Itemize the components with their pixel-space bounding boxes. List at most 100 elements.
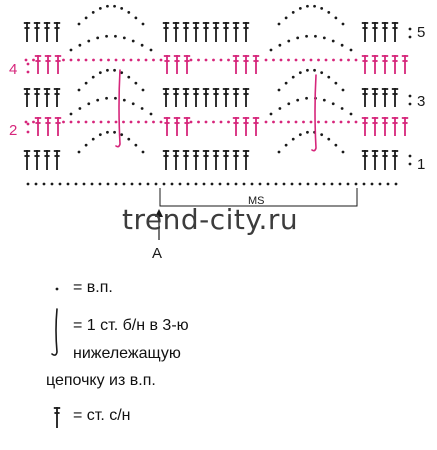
double-crochet-icon <box>232 22 240 42</box>
chain-dot-icon <box>272 58 275 62</box>
chain-dot-icon <box>122 182 126 186</box>
chain-dot-icon <box>354 120 358 124</box>
double-crochet-icon <box>232 150 240 170</box>
double-crochet-icon <box>163 117 171 136</box>
chain-dot-icon <box>291 137 295 141</box>
double-crochet-icon <box>173 117 181 136</box>
chain-dot-icon <box>84 58 88 62</box>
chain-dot-icon <box>212 58 215 62</box>
chain-dot-icon <box>298 71 302 75</box>
chain-dot-icon <box>219 120 223 124</box>
chain-dot-icon <box>107 120 110 124</box>
double-crochet-icon <box>53 22 61 42</box>
chain-dot-icon <box>234 182 238 186</box>
chain-dot-icon <box>291 11 295 14</box>
chain-dot-icon <box>50 182 54 186</box>
chain-dot-icon <box>279 120 283 124</box>
chain-dot-icon <box>313 68 316 72</box>
chain-dot-icon <box>272 120 275 124</box>
double-crochet-icon <box>34 55 42 74</box>
chain-dot-icon <box>26 182 30 186</box>
chain-dot-icon <box>362 182 366 186</box>
chain-dot-icon <box>87 102 91 106</box>
chain-dot-icon <box>77 22 81 26</box>
chain-dot-icon <box>99 120 103 124</box>
sc-hook-icon <box>115 69 121 148</box>
chain-dot-icon <box>129 120 133 124</box>
chain-dot-icon <box>120 7 124 10</box>
chain-dot-icon <box>212 120 215 124</box>
chain-dot-icon <box>378 182 382 186</box>
double-crochet-icon <box>232 55 240 74</box>
double-crochet-icon <box>183 55 191 74</box>
row-number-2: 2 <box>9 122 18 139</box>
chain-dot-icon <box>69 48 73 52</box>
chain-dot-icon <box>408 162 412 166</box>
chain-dot-icon <box>294 120 298 124</box>
chain-dot-icon <box>330 182 334 186</box>
chain-dot-icon <box>302 58 305 62</box>
chain-dot-icon <box>159 120 163 124</box>
chain-dot-icon <box>341 88 345 92</box>
chain-dot-icon <box>349 112 353 116</box>
chain-dot-icon <box>120 133 124 137</box>
chain-dot-icon <box>62 120 65 124</box>
chain-dot-icon <box>210 182 214 186</box>
chain-dot-icon <box>106 4 109 8</box>
double-crochet-icon <box>173 55 181 74</box>
chain-dot-icon <box>320 7 324 10</box>
legend-dot-text: = в.п. <box>73 279 113 296</box>
double-crochet-icon <box>212 22 220 42</box>
chain-dot-icon <box>298 182 302 186</box>
chain-dot-icon <box>77 150 81 154</box>
double-crochet-icon <box>162 88 170 107</box>
double-crochet-icon <box>232 117 240 136</box>
start-label: A <box>152 245 163 262</box>
double-crochet-icon <box>53 88 61 107</box>
double-crochet-icon <box>172 22 180 42</box>
chain-dot-icon <box>386 182 390 186</box>
double-crochet-icon <box>163 55 171 74</box>
chain-dot-icon <box>279 58 283 62</box>
double-crochet-icon <box>381 55 389 74</box>
chain-dot-icon <box>327 11 331 14</box>
chain-dot-icon <box>141 88 145 92</box>
double-crochet-icon <box>242 22 250 42</box>
double-crochet-icon <box>381 117 389 136</box>
row-number-5: 5 <box>417 24 426 41</box>
chain-dot-icon <box>140 43 144 47</box>
double-crochet-icon <box>242 55 250 74</box>
chain-dot-icon <box>152 58 155 62</box>
chain-dot-icon <box>78 43 82 47</box>
chain-dot-icon <box>113 4 116 8</box>
chain-dot-icon <box>105 96 108 100</box>
chain-dot-icon <box>339 120 343 124</box>
chain-dot-icon <box>264 120 268 124</box>
repeat-bracket <box>159 188 358 207</box>
chain-dot-icon <box>202 182 206 186</box>
chain-dot-icon <box>370 182 374 186</box>
chain-dot-icon <box>69 120 73 124</box>
chain-dot-icon <box>339 58 343 62</box>
chain-dot-icon <box>194 182 198 186</box>
chain-dot-icon <box>291 75 295 79</box>
chain-dot-icon <box>122 36 126 40</box>
chain-dot-icon <box>42 182 46 186</box>
chain-dot-icon <box>32 58 35 62</box>
chain-dot-icon <box>32 120 35 124</box>
double-crochet-icon <box>361 22 369 42</box>
row-number-3: 3 <box>417 93 426 110</box>
chain-dot-icon <box>149 48 153 52</box>
chain-dot-icon <box>317 120 320 124</box>
chain-dot-icon <box>346 182 350 186</box>
chain-dot-icon <box>408 154 412 158</box>
chain-dot-icon <box>227 120 230 124</box>
chain-dot-icon <box>284 81 288 85</box>
chain-dot-icon <box>298 133 302 137</box>
chain-dot-icon <box>394 182 398 186</box>
chain-dot-icon <box>114 120 118 124</box>
double-crochet-icon <box>401 55 409 74</box>
chain-dot-icon <box>122 120 125 124</box>
chain-dot-icon <box>266 182 270 186</box>
chain-dot-icon <box>120 71 124 75</box>
